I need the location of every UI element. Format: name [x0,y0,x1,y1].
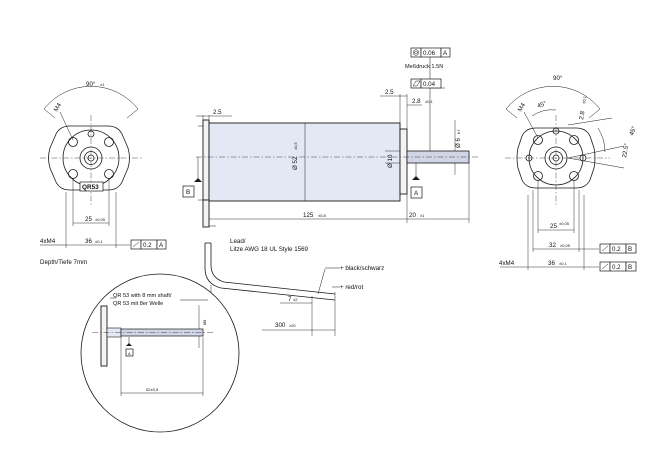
right-dim-36-tol: ±0,1 [559,261,568,266]
left-depth-note: Depth/Tiefe 7mm [40,259,87,266]
lead-dim-7: 7 [288,296,292,303]
detail-view-8mm-shaft: QR 53 with 8 mm shaft/ QR 53 mit 8er Wel… [80,273,240,433]
motor-body [208,122,401,202]
side-datum-a: A [414,190,419,197]
detail-note-de: QR 53 mit 8er Welle [113,301,163,307]
left-dim-25-tol: ±0,05 [95,217,106,222]
side-dia-6: Ø 6 [455,137,462,148]
side-frame-006: 0.06 [423,50,436,57]
lead-black: + black/schwarz [340,265,384,272]
right-angle-22: 22.5° [621,142,631,158]
side-dim-2-8-tol: ±0,1 [425,99,434,104]
right-thread-count: 4xM4 [499,260,515,267]
detail-note-en: QR 53 with 8 mm shaft/ [113,293,172,299]
right-dim-25-tol: ±0,05 [559,221,570,226]
left-frame-ref: A [159,242,164,249]
right-thread-label: M4 [517,102,528,113]
left-bolt-hole [104,169,114,179]
right-bolt-hole [569,135,579,145]
lead-dim-300-tol: ±20 [289,323,296,328]
right-frame1-value: 0.2 [612,246,621,253]
right-bolt-hole [533,171,543,181]
side-messdruck: Meßdruck 1.5N [405,64,443,70]
side-dim-2-5-left: 2.5 [213,109,222,116]
side-dim-125: 125 [303,212,314,219]
left-angle-label: 90° [86,81,96,88]
side-dia-10: Ø 10 [387,154,394,168]
side-dim-2-5-right: 2.5 [385,89,394,96]
right-end-view: 90° 45° 45° 22.5° M4 2.8 ±0,1 25 ± [499,75,638,272]
lead-title: Lead/ [230,238,246,245]
lead-dim-300: 300 [275,322,286,329]
right-bolt-hole [569,171,579,181]
detail-dim-bottom: 52±0,5 [146,387,159,392]
side-view: 2.5 2.5 2.8 ±0,1 Ø 52 ±0,5 Ø 10 Ø 6 h7 0… [182,47,480,228]
side-dia-52: Ø 52 [292,156,299,170]
right-angle-45b: 45° [628,125,638,137]
left-dim-25: 25 [85,216,92,223]
side-dia-6-tol: h7 [456,129,461,134]
lead-red: + red/rot [340,284,363,291]
right-angle-45a: 45° [536,100,548,110]
left-thread-count: 4xM4 [40,238,56,245]
side-dim-125-tol: ±0,8 [318,213,327,218]
lead-dim-7-tol: ±2 [293,297,298,302]
right-dim-32: 32 [549,242,556,249]
left-dim-36-tol: ±0,1 [95,239,104,244]
left-end-view: 90° ±1 M4 QR53 25 ±0,05 36 ±0,1 [40,81,167,266]
side-dim-20-tol: ±1 [420,213,425,218]
left-qr-label: QR53 [82,184,99,191]
left-frame-value: 0.2 [143,242,152,249]
left-bolt-hole [68,137,78,147]
right-frame2-value: 0.2 [612,264,621,271]
right-dim-2-8-tol: ±0,1 [581,95,587,104]
side-dim-2-8: 2.8 [412,98,421,105]
right-frame1-ref: B [628,246,632,253]
side-dia-52-tol: ±0,5 [293,141,298,150]
right-angle-label: 90° [553,75,563,82]
right-frame2-ref: B [628,264,632,271]
right-dim-32-tol: ±0,05 [560,243,571,248]
right-dim-25: 25 [550,223,557,230]
detail-dia-8: Ø8 [202,319,207,325]
left-bolt-hole [104,137,114,147]
left-thread-label: M4 [53,102,64,113]
detail-datum: A [128,351,131,356]
lead-spec: Litze AWG 18 UL Style 1569 [230,246,309,253]
right-bolt-hole [533,135,543,145]
left-angle-tol: ±1 [100,82,105,87]
left-bolt-hole [68,169,78,179]
side-frame-006-ref: A [443,50,448,57]
right-dim-2-8: 2.8 [578,110,586,120]
side-dim-20: 20 [409,212,416,219]
left-dim-36: 36 [85,238,92,245]
side-frame-004: 0.04 [423,81,436,88]
right-dim-36: 36 [548,260,555,267]
side-datum-b: B [186,189,190,196]
